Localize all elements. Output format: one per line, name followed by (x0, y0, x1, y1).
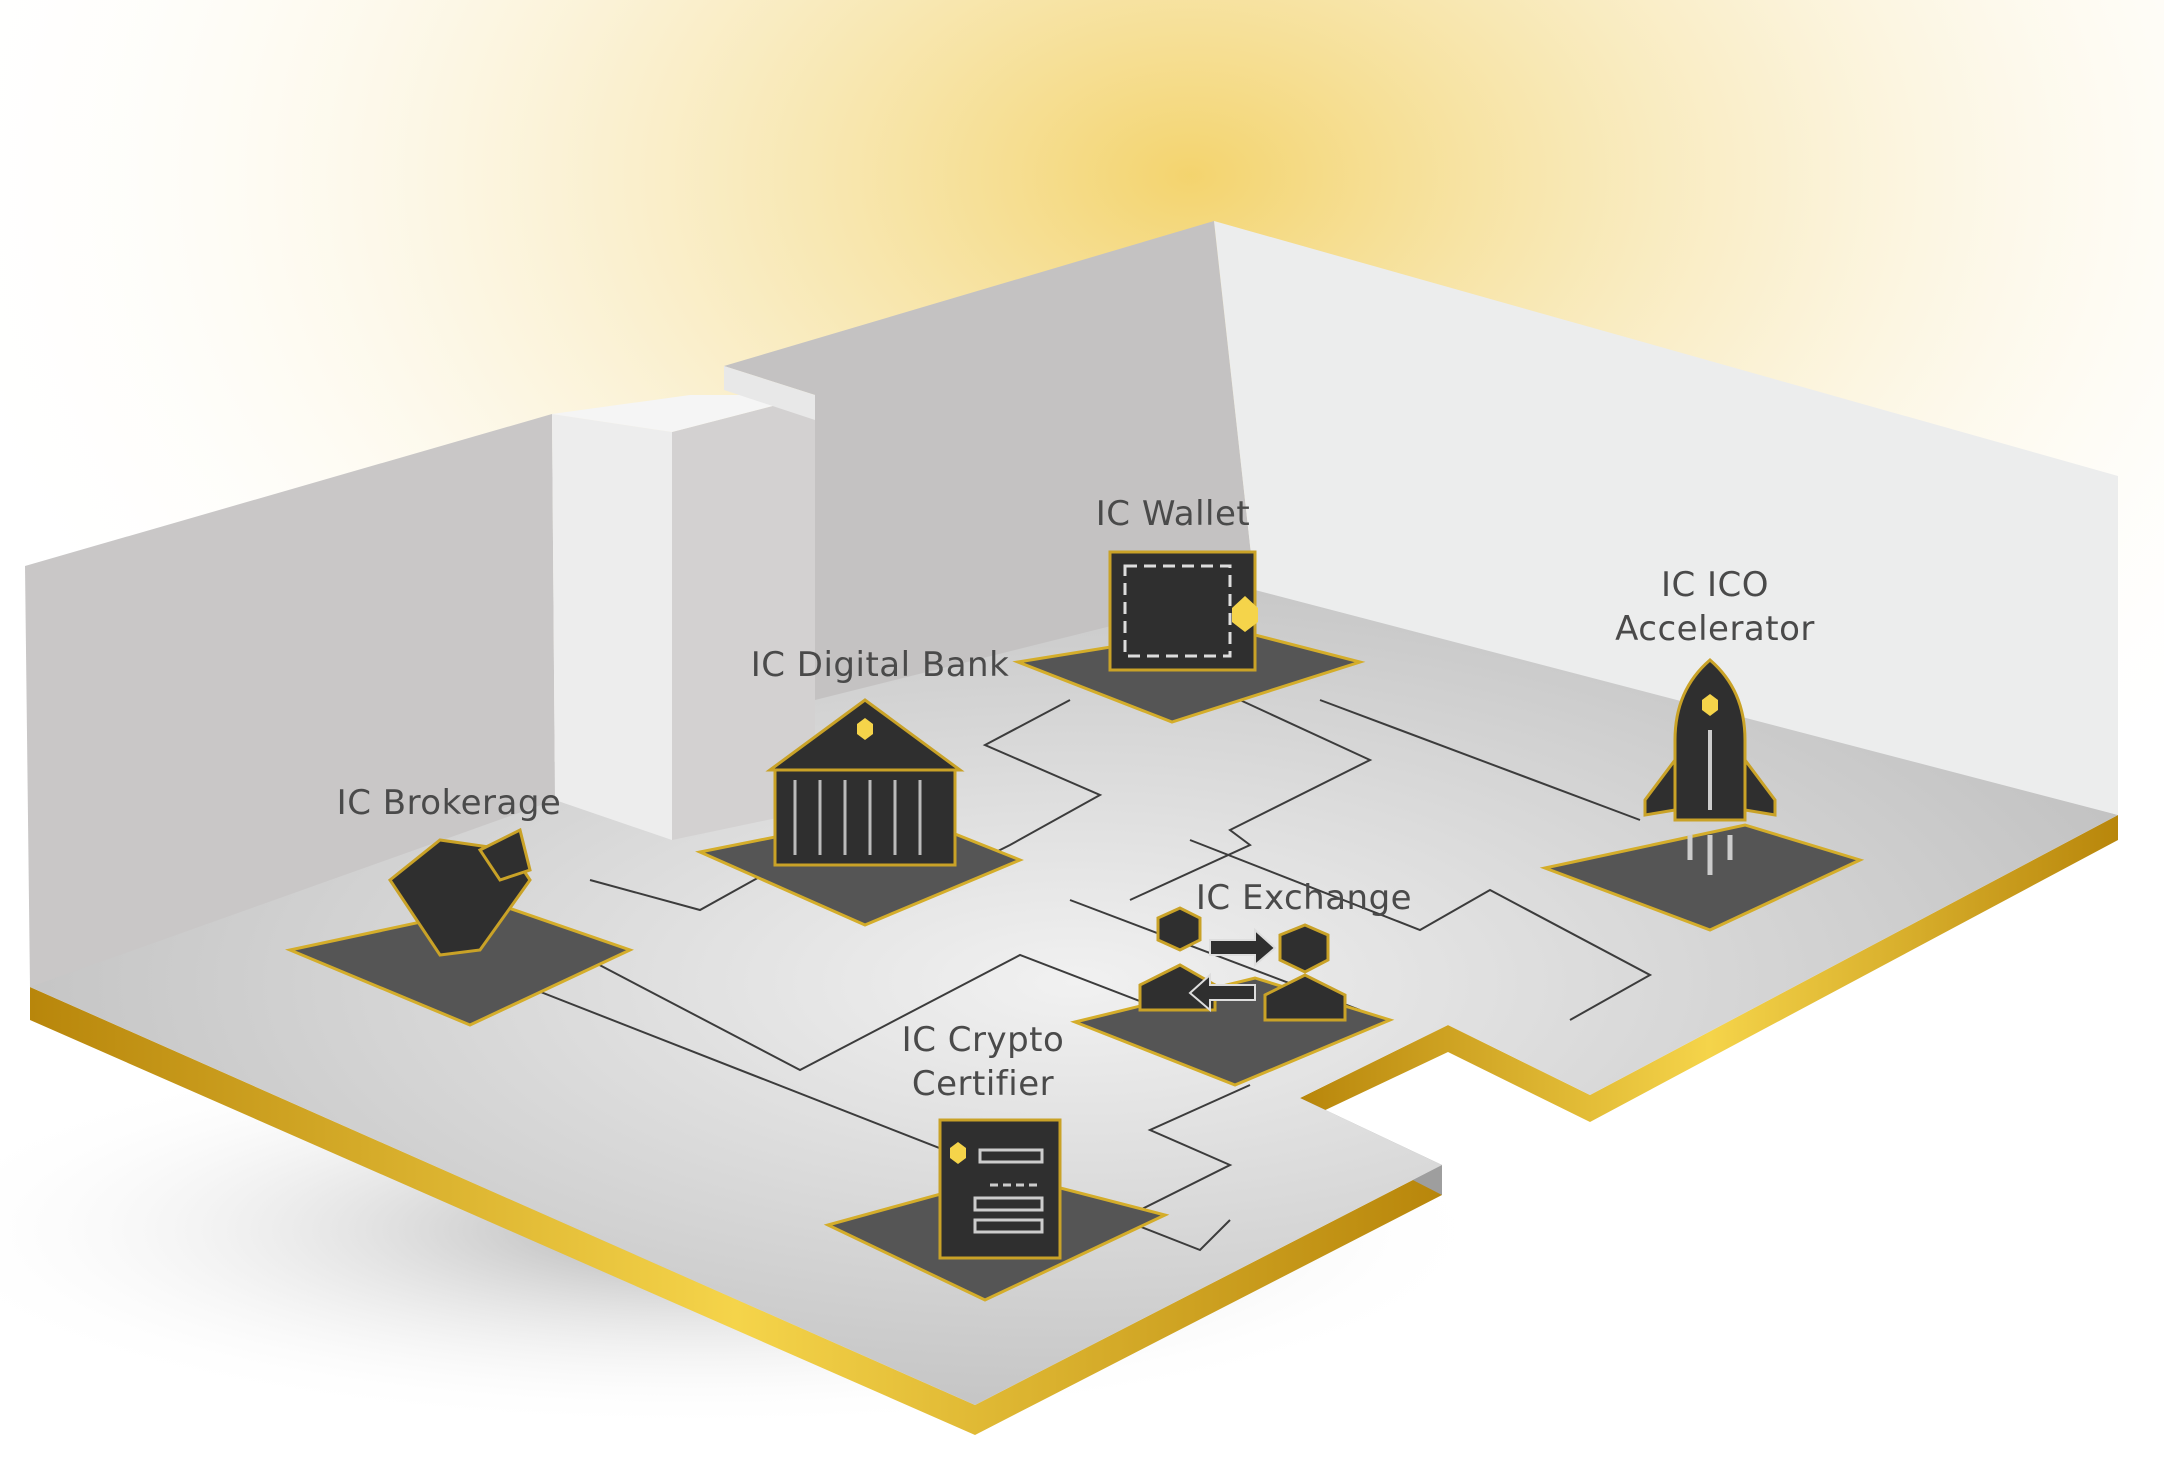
wallet-icon (1108, 550, 1258, 672)
station-label-digital-bank: IC Digital Bank (751, 645, 1010, 685)
bank-icon (765, 698, 965, 867)
certificate-icon (938, 1118, 1062, 1260)
station-label-certifier-line1: IC Crypto (902, 1020, 1065, 1060)
station-label-ico-line1: IC ICO (1661, 565, 1769, 605)
back-wall-edge (724, 366, 815, 420)
rocket-icon (1643, 658, 1777, 875)
exchange-icon (1138, 906, 1347, 1022)
station-label-wallet: IC Wallet (1096, 494, 1251, 534)
right-wall (1214, 221, 2118, 815)
pillar-top (552, 395, 815, 432)
station-label-brokerage: IC Brokerage (337, 783, 562, 823)
pad-ico (1539, 823, 1865, 932)
station-label-ico-line2: Accelerator (1615, 609, 1815, 649)
station-label-exchange: IC Exchange (1196, 878, 1412, 918)
station-label-certifier-line2: Certifier (912, 1064, 1054, 1104)
handshake-icon (387, 827, 532, 957)
pillar-side (672, 395, 815, 840)
pillar-front (552, 414, 672, 840)
left-wall (25, 414, 555, 987)
